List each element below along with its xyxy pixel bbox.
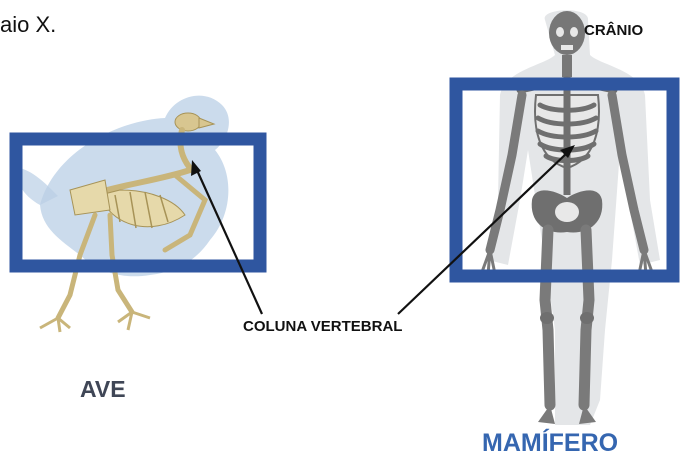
human-neck (562, 55, 572, 77)
bird-skeleton-illustration (18, 96, 229, 332)
bird-foot-right (118, 312, 150, 330)
bird-foot-left (40, 318, 70, 332)
bird-label: AVE (80, 376, 126, 403)
human-skeleton-illustration (482, 10, 660, 425)
spine-label: COLUNA VERTEBRAL (243, 318, 402, 335)
skull-label: CRÂNIO (584, 22, 643, 39)
bird-skull (175, 113, 201, 131)
mammal-label: MAMÍFERO (482, 429, 618, 458)
